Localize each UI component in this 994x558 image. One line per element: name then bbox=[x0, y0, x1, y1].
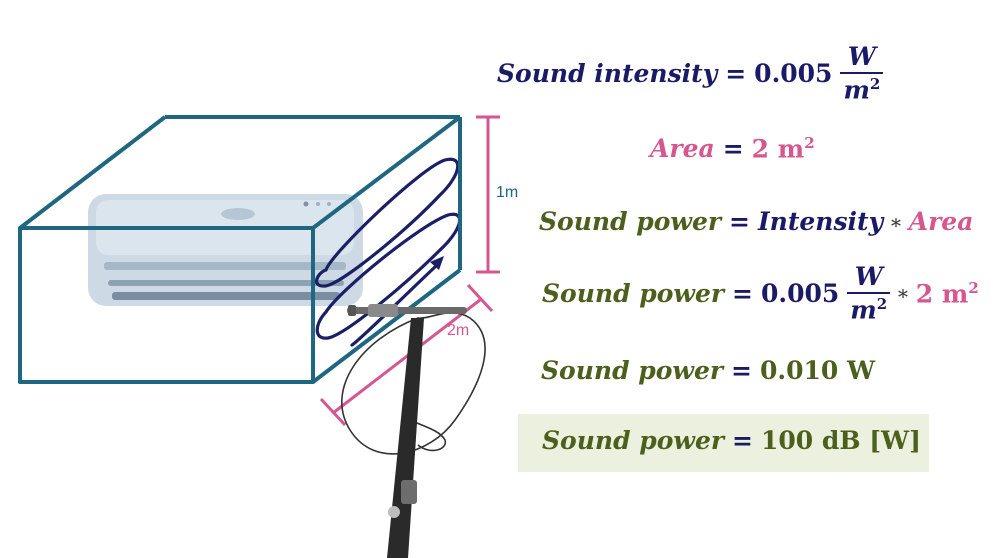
power-watts-equation: Sound power = 0.010 W bbox=[541, 356, 875, 385]
power-lhs: Sound power bbox=[541, 356, 724, 385]
denominator-exponent: 2 bbox=[869, 75, 881, 93]
power-substitution-equation: Sound power = 0.005 W m2 ∗ 2 m2 bbox=[542, 264, 979, 322]
intensity-lhs: Sound intensity bbox=[497, 58, 718, 88]
unit-fraction: W m2 bbox=[847, 262, 891, 325]
area-value-base: 2 m bbox=[915, 278, 969, 308]
height-dimension-line bbox=[476, 115, 500, 274]
fraction-numerator: W bbox=[854, 262, 883, 291]
width-dimension-line bbox=[319, 283, 494, 427]
equals-sign: = bbox=[732, 278, 753, 308]
equals-sign: = bbox=[732, 426, 753, 455]
measurement-box bbox=[18, 115, 462, 384]
area-exponent: 2 bbox=[804, 134, 815, 152]
area-value: 2 m2 bbox=[752, 134, 815, 163]
air-conditioner-unit bbox=[88, 194, 363, 306]
unit-fraction: W m2 bbox=[840, 42, 884, 105]
denominator-exponent: 2 bbox=[876, 295, 888, 313]
area-term: Area bbox=[908, 207, 974, 236]
equals-sign: = bbox=[725, 58, 747, 88]
denominator-base: m bbox=[843, 75, 870, 105]
power-lhs: Sound power bbox=[542, 426, 725, 455]
multiply-sign: ∗ bbox=[896, 281, 910, 306]
equals-sign: = bbox=[729, 207, 750, 236]
denominator-base: m bbox=[850, 295, 877, 325]
fraction-numerator: W bbox=[847, 42, 876, 71]
width-label: 2m bbox=[447, 322, 470, 339]
multiply-sign: ∗ bbox=[889, 209, 903, 234]
power-db-value: 100 dB [W] bbox=[760, 426, 921, 455]
equals-sign: = bbox=[731, 356, 752, 385]
intensity-term: Intensity bbox=[757, 207, 884, 236]
height-label: 1m bbox=[496, 184, 519, 201]
fraction-denominator: m2 bbox=[847, 292, 891, 325]
power-lhs: Sound power bbox=[542, 278, 725, 308]
area-value-base: 2 m bbox=[751, 134, 805, 164]
area-equation: Area = 2 m2 bbox=[650, 134, 815, 163]
intensity-value: 0.005 bbox=[754, 58, 833, 88]
power-lhs: Sound power bbox=[539, 207, 722, 236]
power-definition-equation: Sound power = Intensity ∗ Area bbox=[539, 207, 973, 236]
intensity-probe bbox=[341, 304, 486, 558]
equals-sign: = bbox=[722, 134, 744, 164]
power-db-equation: Sound power = 100 dB [W] bbox=[542, 426, 921, 455]
area-value: 2 m2 bbox=[916, 279, 979, 308]
power-watts-value: 0.010 W bbox=[759, 356, 876, 385]
result-highlight-box bbox=[518, 414, 929, 472]
scan-path bbox=[315, 157, 462, 347]
area-exponent: 2 bbox=[968, 278, 979, 297]
intensity-equation: Sound intensity = 0.005 W m2 bbox=[497, 42, 884, 105]
area-lhs: Area bbox=[650, 134, 715, 164]
fraction-denominator: m2 bbox=[840, 72, 884, 105]
intensity-value: 0.005 bbox=[760, 278, 840, 308]
